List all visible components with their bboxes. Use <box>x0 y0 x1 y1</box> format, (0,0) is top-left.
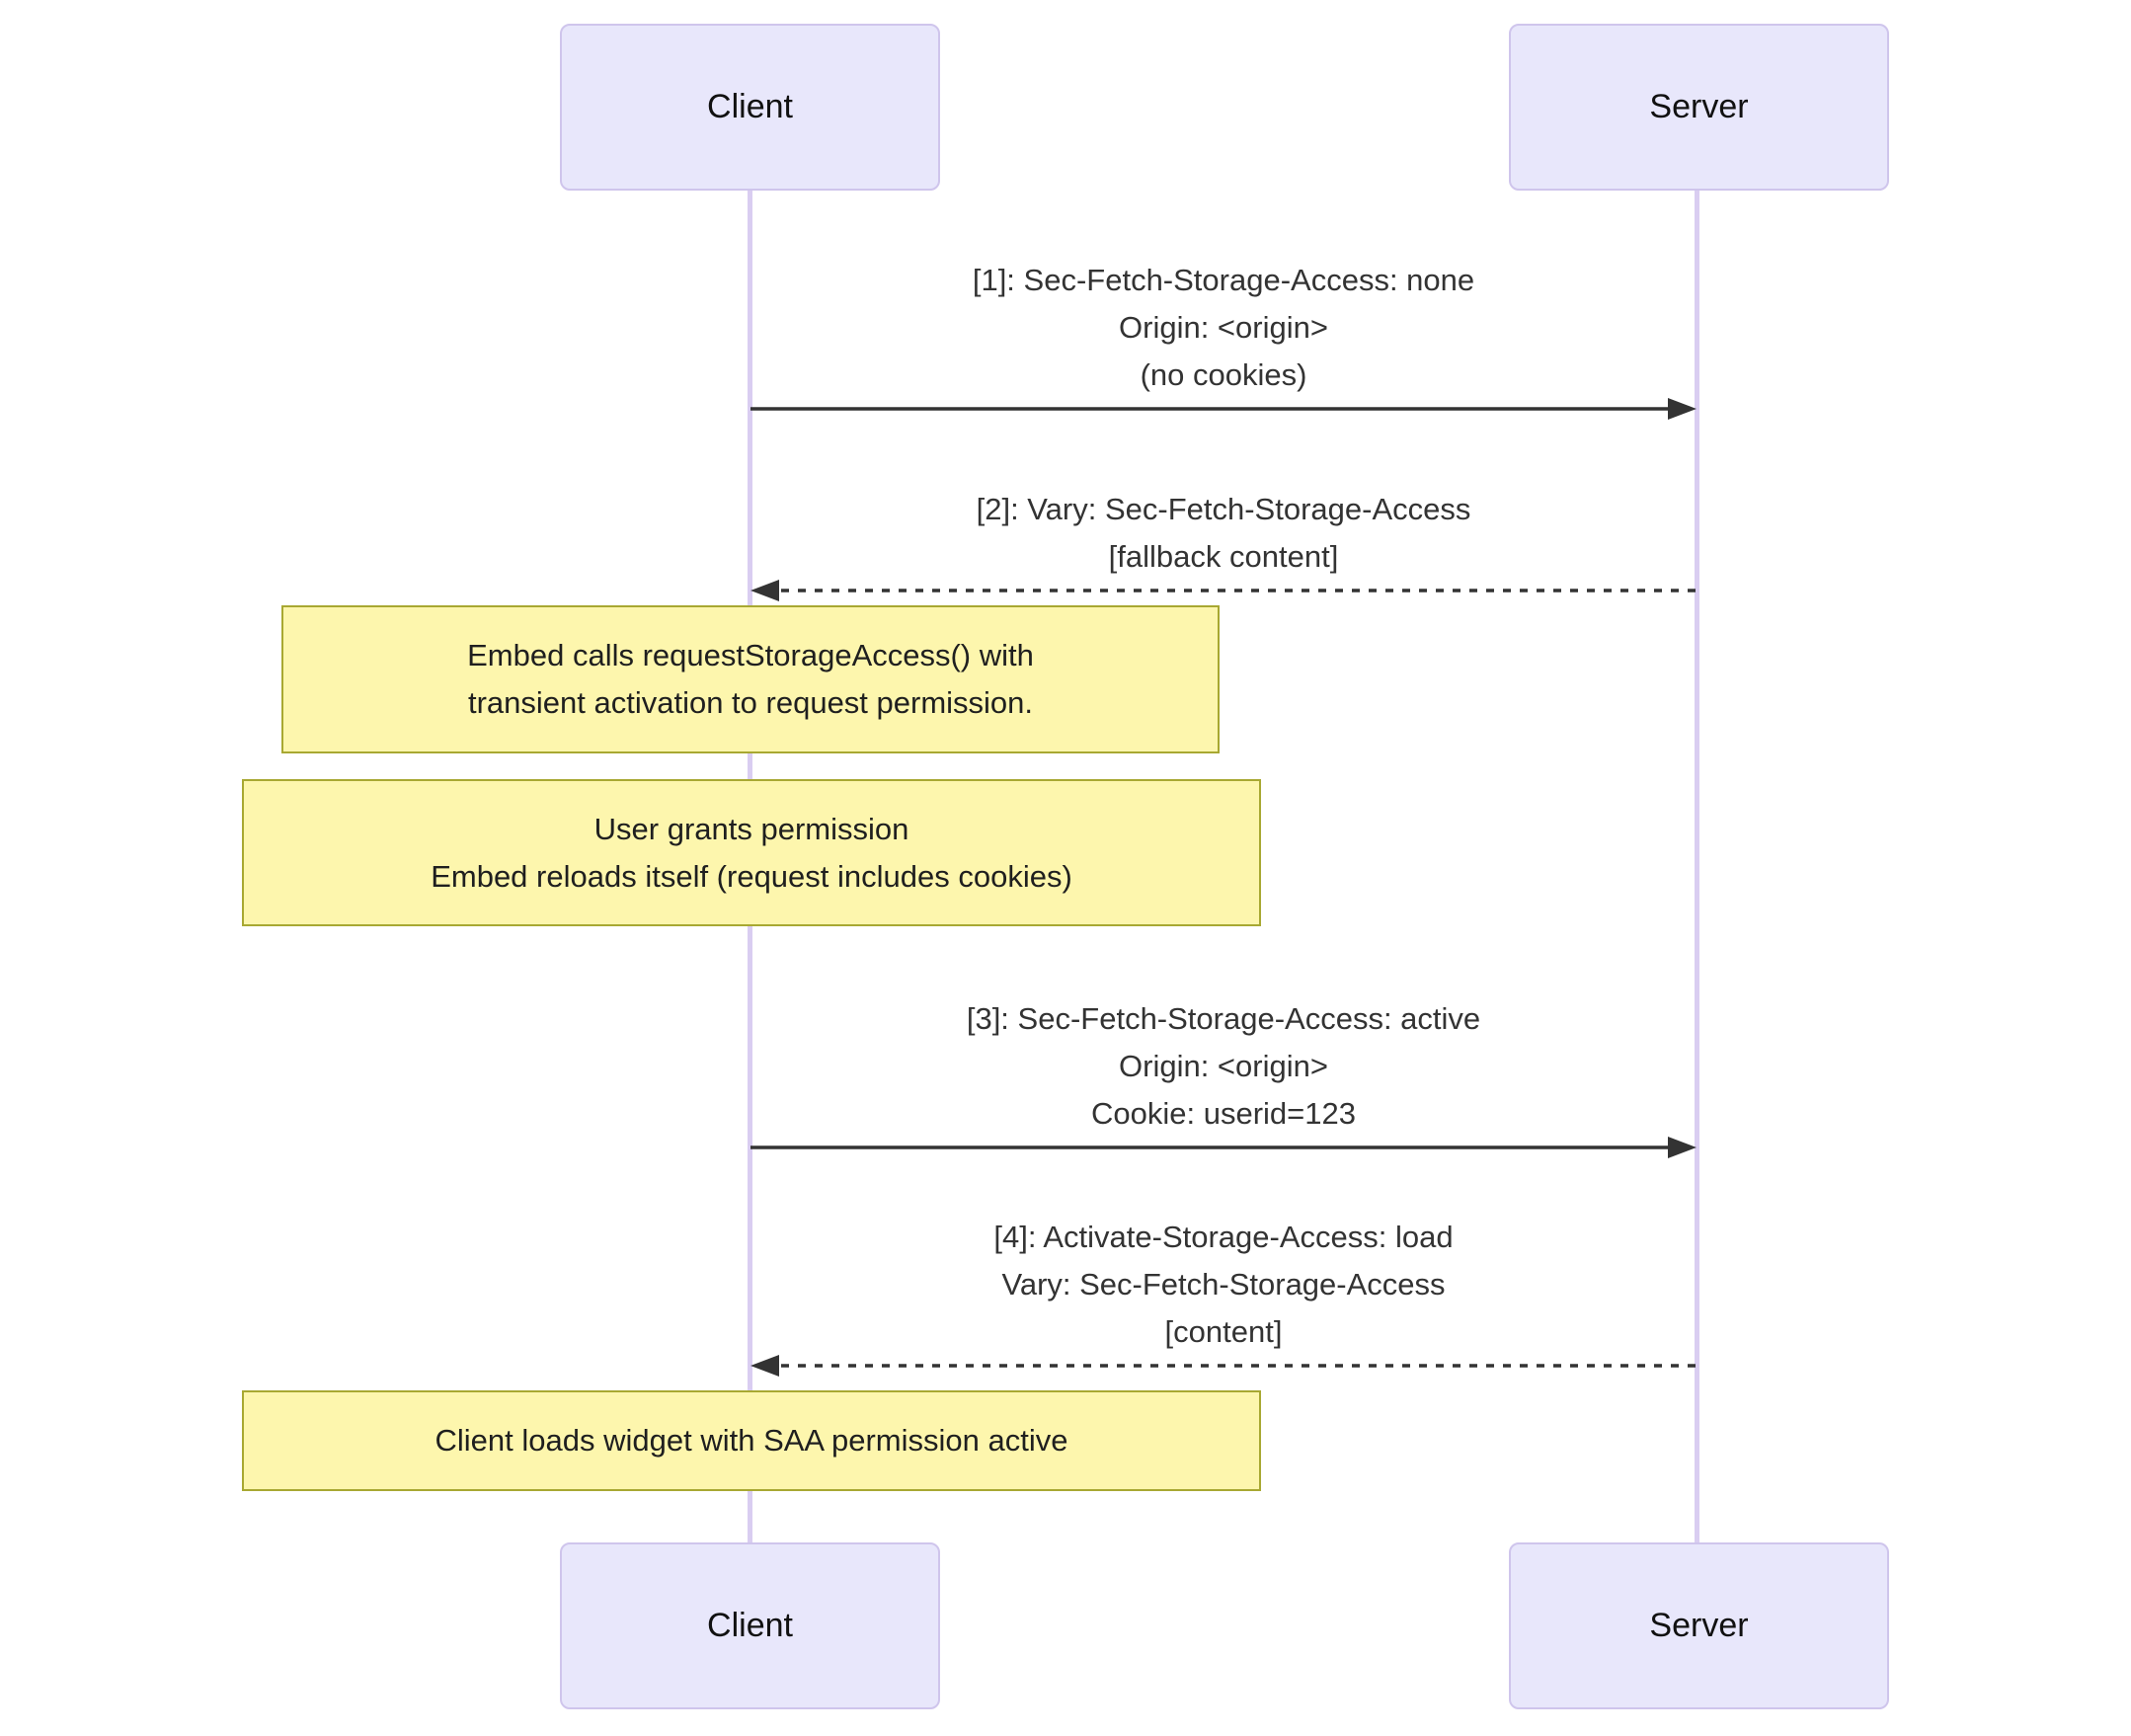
arrowhead-left-icon <box>750 580 779 601</box>
actor-client-bottom: Client <box>560 1542 940 1709</box>
message-2-line-1: [2]: Vary: Sec-Fetch-Storage-Access <box>976 492 1471 526</box>
note-1-line-1: Embed calls requestStorageAccess() with <box>467 638 1034 672</box>
message-2-line-2: [fallback content] <box>1108 539 1339 574</box>
server-lifeline <box>1695 188 1699 1544</box>
actor-server-top: Server <box>1509 24 1889 191</box>
message-2-label: [2]: Vary: Sec-Fetch-Storage-Access [fal… <box>750 486 1697 581</box>
message-3-line-3: Cookie: userid=123 <box>1091 1096 1356 1131</box>
message-3-line-1: [3]: Sec-Fetch-Storage-Access: active <box>966 1001 1481 1036</box>
message-1-arrow <box>750 398 1697 420</box>
note-2-line-2: Embed reloads itself (request includes c… <box>431 858 1072 894</box>
arrowhead-left-icon <box>750 1355 779 1377</box>
message-1-line-3: (no cookies) <box>1140 357 1307 392</box>
message-3-label: [3]: Sec-Fetch-Storage-Access: active Or… <box>750 995 1697 1138</box>
message-3-line-2: Origin: <origin> <box>1119 1049 1328 1083</box>
note-1-line-2: transient activation to request permissi… <box>467 685 1034 720</box>
message-4-line-2: Vary: Sec-Fetch-Storage-Access <box>1001 1267 1446 1302</box>
note-user-grants-permission: User grants permission Embed reloads its… <box>242 779 1261 926</box>
message-4-arrow <box>750 1355 1697 1377</box>
message-4-line-1: [4]: Activate-Storage-Access: load <box>993 1220 1454 1254</box>
message-4-line-3: [content] <box>1164 1314 1283 1349</box>
message-4-label: [4]: Activate-Storage-Access: load Vary:… <box>750 1214 1697 1356</box>
actor-client-bottom-label: Client <box>707 1607 793 1644</box>
actor-client-top: Client <box>560 24 940 191</box>
message-1-line-2: Origin: <origin> <box>1119 310 1328 345</box>
note-3-line-1: Client loads widget with SAA permission … <box>434 1423 1068 1458</box>
actor-server-bottom: Server <box>1509 1542 1889 1709</box>
actor-client-top-label: Client <box>707 88 793 125</box>
message-3-arrow <box>750 1137 1697 1158</box>
note-2-line-1: User grants permission <box>593 811 909 846</box>
note-client-loads-widget: Client loads widget with SAA permission … <box>242 1390 1261 1491</box>
arrowhead-right-icon <box>1668 1137 1697 1158</box>
arrowhead-right-icon <box>1668 398 1697 420</box>
message-1-line-1: [1]: Sec-Fetch-Storage-Access: none <box>972 263 1475 297</box>
message-1-label: [1]: Sec-Fetch-Storage-Access: none Orig… <box>750 257 1697 399</box>
actor-server-top-label: Server <box>1649 88 1749 125</box>
note-embed-calls-rsa: Embed calls requestStorageAccess() with … <box>281 605 1220 753</box>
actor-server-bottom-label: Server <box>1649 1607 1749 1644</box>
message-2-arrow <box>750 580 1697 601</box>
